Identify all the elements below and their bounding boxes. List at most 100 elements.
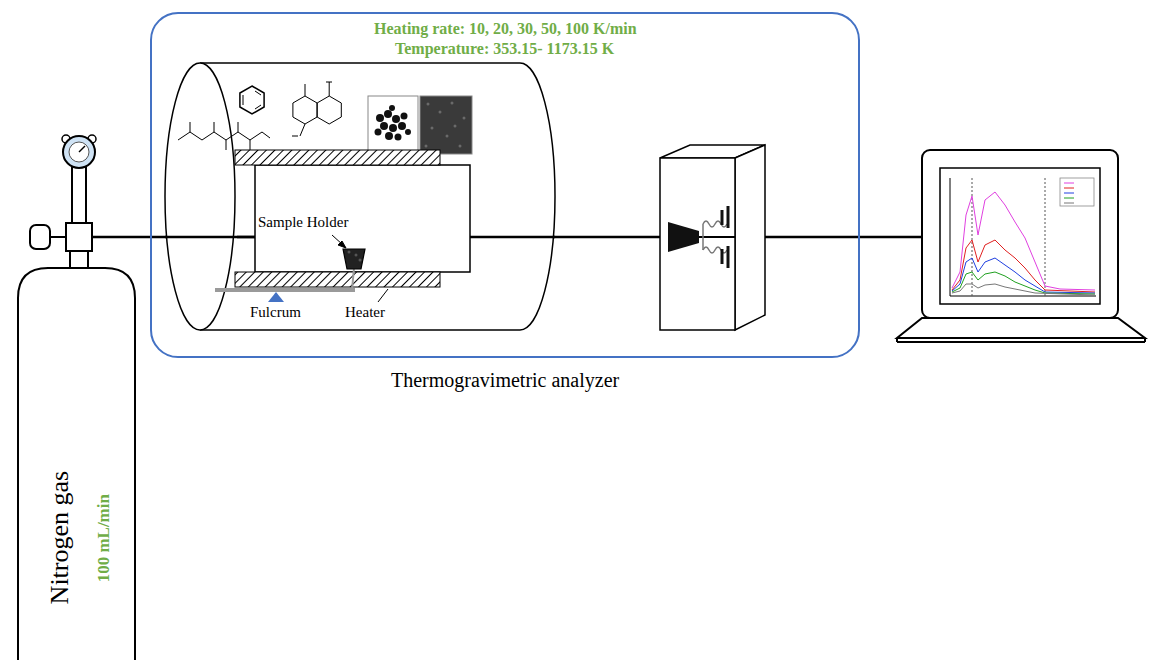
sample-photos: [375, 105, 412, 141]
part-label: Heater: [345, 304, 385, 321]
heater-and-tube: [237, 236, 255, 239]
laptop-chart: [952, 284, 1095, 295]
laptop: [1144, 338, 1146, 342]
sample-photos: [405, 129, 411, 135]
chemical-structures: [262, 132, 270, 138]
balance-arm: [215, 288, 355, 292]
laptop: [940, 168, 1100, 304]
leader-lines: [338, 241, 346, 248]
laptop-chart: [1064, 188, 1074, 189]
heater-and-tube: [255, 165, 470, 272]
laptop: [897, 318, 1145, 338]
regulator-stem: [72, 166, 86, 223]
balance-arm: [352, 268, 354, 290]
condition-text: Temperature: 353.15- 1173.15 K: [395, 39, 614, 58]
laptop-chart: [952, 240, 1095, 292]
valve-body: [66, 223, 92, 251]
chemical-structures: [190, 122, 191, 132]
gauge-needle: [79, 146, 85, 152]
sample-photos: [425, 145, 428, 148]
gas-connector: [142, 236, 150, 239]
chemical-structures: [300, 124, 305, 136]
balance-arm: [359, 259, 362, 262]
pressure-gauge: [63, 136, 95, 168]
chemical-structures: [178, 132, 262, 140]
cylinder-neck: [70, 251, 88, 269]
balance-box: [721, 249, 724, 264]
furnace-cylinder: [165, 63, 555, 330]
sample-photos: [427, 103, 430, 106]
sample-photos: [376, 114, 384, 122]
furnace-cylinder: [470, 236, 555, 239]
balance-arm: [215, 249, 365, 302]
furnace-cylinder: [165, 236, 255, 239]
valve-knob: [30, 225, 50, 249]
laptop: [897, 341, 1145, 343]
furnace-cylinder: [200, 62, 520, 64]
laptop-chart: [1060, 178, 1094, 206]
balance-box: [660, 158, 735, 330]
balance-box: [727, 206, 730, 228]
laptop: [896, 338, 898, 342]
part-label: Fulcrum: [250, 304, 301, 321]
sample-photos: [431, 127, 434, 130]
gas-cylinder: Nitrogen gas100 mL/min: [16, 128, 142, 660]
balance-box: [721, 210, 724, 225]
sample-photos: [401, 113, 408, 120]
furnace-cylinder: [520, 63, 555, 330]
sample-photos: [389, 124, 397, 132]
flow-rate: 100 mL/min: [94, 494, 114, 582]
furnace-cylinder: [200, 329, 520, 331]
laptop-chart: [952, 258, 1095, 293]
chemical-structures: [243, 95, 244, 105]
condition-text: Heating rate: 10, 20, 30, 50, 100 K/min: [374, 19, 637, 38]
laptop-chart: [950, 178, 1096, 296]
sample-photos: [439, 111, 442, 114]
heater-and-tube: [235, 272, 440, 287]
laptop-chart: [950, 178, 951, 296]
laptop: [897, 150, 1145, 342]
heater-and-tube: [235, 150, 440, 165]
sample-photos: [385, 132, 393, 140]
leader-lines: [378, 289, 388, 302]
balance-arm: [355, 254, 358, 257]
laptop-chart: [952, 272, 1095, 294]
furnace-cylinder: [200, 63, 520, 330]
sample-photos: [463, 117, 466, 120]
balance-box: [703, 221, 727, 253]
laptop: [922, 150, 1118, 318]
chemical-structures: [293, 96, 317, 124]
sample-photos: [451, 102, 454, 105]
chemical-structures: [292, 136, 298, 137]
sample-photos: [446, 135, 449, 138]
sample-photos: [392, 115, 400, 123]
balance-box: [699, 236, 735, 238]
chemical-structures: [250, 140, 251, 150]
gas-line: [765, 236, 922, 239]
balance-box: [660, 145, 765, 330]
chemical-structures: [326, 82, 332, 83]
laptop-chart: [952, 192, 1095, 290]
chemical-structures: [238, 122, 239, 132]
gas-cylinder-outline: [16, 128, 142, 660]
chemical-structures: [240, 86, 264, 114]
sample-photos: [454, 125, 457, 128]
chemical-structures: [226, 140, 227, 150]
gas-line: [470, 236, 660, 239]
sample-photos: [375, 129, 382, 136]
sample-photos: [420, 96, 472, 154]
sample-photos: [389, 105, 395, 111]
balance-arm: [343, 249, 365, 269]
heater-and-tube: [235, 150, 470, 287]
sample-photos: [459, 145, 462, 148]
gauge-face: [69, 142, 89, 162]
laptop-chart: [1064, 198, 1074, 199]
sample-photos: [384, 110, 392, 118]
laptop-chart: [1064, 193, 1074, 194]
balance-box: [722, 206, 728, 268]
balance-box: [702, 224, 704, 250]
chemical-structures: [178, 82, 341, 150]
